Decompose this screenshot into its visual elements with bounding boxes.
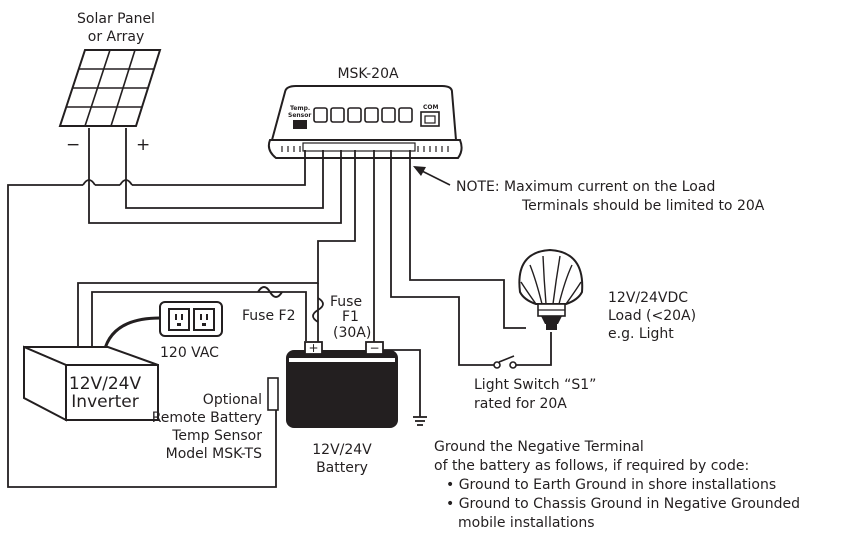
sensor-label-line2: Remote Battery [152, 410, 262, 426]
load-label-line3: e.g. Light [608, 326, 674, 342]
load-label-line2: Load (<20A) [608, 308, 696, 324]
load-label-line1: 12V/24VDC [608, 290, 688, 306]
panel-negative-sign: − [66, 135, 80, 155]
battery-negative-sign: − [369, 341, 379, 355]
light-switch-symbol [493, 355, 517, 369]
light-bulb [518, 248, 584, 330]
fuse-f1-label-line3: (30A) [333, 325, 371, 341]
solar-panel-title-line1: Solar Panel [77, 11, 155, 27]
switch-label-line1: Light Switch “S1” [474, 377, 596, 393]
panel-positive-sign: + [136, 135, 150, 155]
com-port-label: COM [423, 104, 439, 111]
ground-note-bullet3: mobile installations [458, 515, 595, 531]
inverter-label-line2: Inverter [71, 392, 138, 412]
note-line1: NOTE: Maximum current on the Load [456, 179, 715, 195]
solar-panel [58, 49, 162, 127]
controller-title: MSK-20A [337, 66, 399, 82]
fuse-f2-label: Fuse F2 [242, 308, 295, 324]
battery [286, 341, 398, 428]
sensor-label-line1: Optional [203, 392, 262, 408]
inverter-label-line1: 12V/24V [69, 374, 142, 394]
solar-panel-title-line2: or Array [88, 29, 144, 45]
ground-symbol [413, 416, 427, 426]
wiring [7, 128, 552, 488]
battery-label-line1: 12V/24V [312, 442, 372, 458]
inverter-power-cord [102, 316, 161, 353]
remote-temp-sensor [267, 377, 279, 411]
switch-label-line2: rated for 20A [474, 396, 567, 412]
note-arrow [413, 166, 451, 186]
battery-positive-sign: + [308, 341, 318, 355]
inverter [23, 345, 159, 422]
note-line2: Terminals should be limited to 20A [521, 198, 765, 214]
sensor-label-line4: Model MSK-TS [166, 446, 262, 462]
ac-outlet [159, 301, 223, 337]
sensor-label-line3: Temp Sensor [171, 428, 262, 444]
battery-label-line2: Battery [316, 460, 368, 476]
ac-voltage-label: 120 VAC [160, 345, 219, 361]
ground-note-line1: Ground the Negative Terminal [434, 439, 644, 455]
fuse-f1-label-line1: Fuse [330, 294, 362, 310]
charge-controller [267, 85, 463, 159]
temp-sensor-label-line2: Sensor [288, 112, 311, 119]
ground-note-line2: of the battery as follows, if required b… [434, 458, 749, 474]
fuse-f1-symbol [312, 297, 324, 323]
temp-sensor-label-line1: Temp. [290, 105, 310, 112]
fuse-f1-label-line2: F1 [342, 309, 359, 325]
ground-note-bullet2: • Ground to Chassis Ground in Negative G… [446, 496, 800, 512]
ground-note-bullet1: • Ground to Earth Ground in shore instal… [446, 477, 776, 493]
fuse-f2-symbol [257, 286, 283, 298]
